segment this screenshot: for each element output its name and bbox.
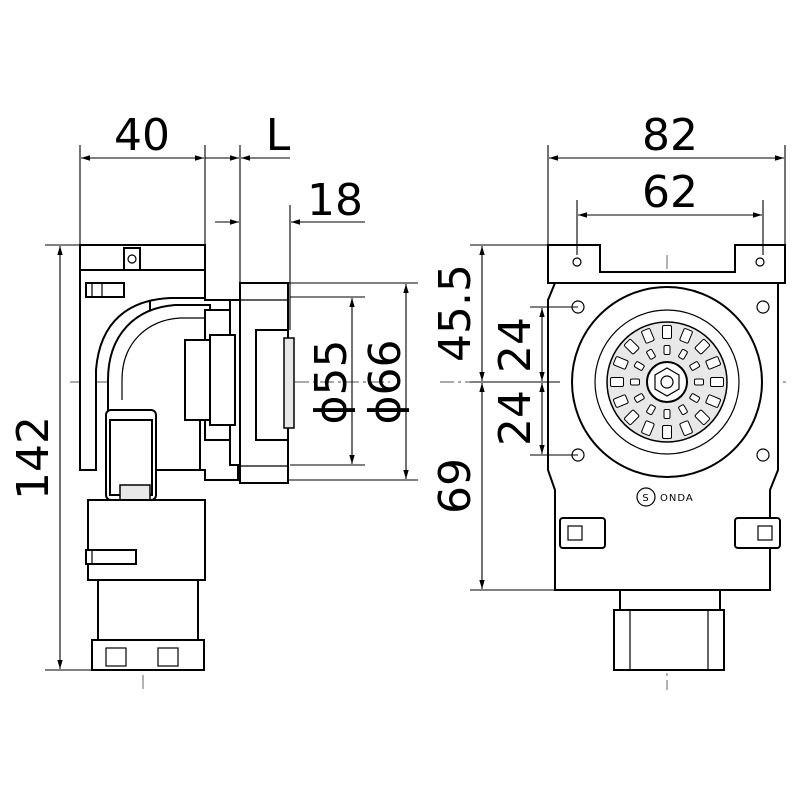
dim-82-label: 82 — [642, 110, 698, 161]
side-bottom-slot-a — [105, 647, 127, 667]
ring-slot — [705, 394, 721, 408]
side-clip-top — [85, 282, 125, 298]
side-lower-body — [87, 499, 206, 581]
ring-slot — [694, 378, 704, 386]
ring-slot — [613, 356, 629, 370]
ring-slot — [613, 394, 629, 408]
dim-l-label: L — [266, 110, 291, 161]
front-outlet-body — [613, 609, 725, 671]
ring-slot — [678, 404, 688, 416]
front-ring-slots — [610, 325, 724, 439]
dim-55-label: ϕ55 — [306, 339, 357, 424]
ring-slot — [610, 377, 624, 387]
ring-slot — [694, 338, 711, 355]
front-screw-bottom-right — [756, 448, 770, 462]
dim-142-label: 142 — [8, 416, 59, 500]
ring-slot — [646, 404, 656, 416]
dim-62-label: 62 — [642, 167, 698, 218]
front-slot-left-inner — [567, 525, 583, 541]
dim-69-label: 69 — [430, 458, 481, 514]
side-outlet-ring — [255, 329, 289, 441]
front-top-bracket — [547, 244, 786, 284]
side-bottom-fitting — [97, 579, 199, 641]
ring-slot — [623, 338, 640, 355]
front-screw-top-right — [756, 300, 770, 314]
side-outlet-thread — [283, 337, 295, 429]
ring-slot — [662, 325, 672, 339]
ring-slot — [630, 378, 640, 386]
front-bracket-hole-left — [572, 257, 582, 267]
ring-slot — [694, 409, 711, 426]
ring-slot — [646, 348, 656, 360]
front-outlet-top — [619, 589, 721, 611]
ring-slot — [641, 420, 655, 436]
front-hex-shape — [654, 367, 680, 397]
dim-66-label: ϕ66 — [360, 339, 411, 424]
front-hex-bore — [660, 375, 674, 389]
front-hex-nut — [646, 361, 688, 403]
dim-40-label: 40 — [114, 110, 170, 161]
ring-slot — [633, 361, 645, 371]
ring-slot — [633, 393, 645, 403]
side-bottom-slot-b — [157, 647, 179, 667]
ring-slot — [679, 328, 693, 344]
side-elbow-inner — [121, 317, 205, 400]
dim-455-label: 45.5 — [430, 264, 481, 362]
side-view: 40 L 18 142 ϕ55 ϕ66 — [8, 110, 418, 690]
dim-18-label: 18 — [307, 175, 363, 226]
side-hex-2 — [209, 334, 236, 426]
front-view: S ONDA 82 62 45.5 69 — [430, 110, 790, 690]
side-hex — [184, 339, 211, 421]
front-flange-ring — [594, 309, 740, 455]
side-bottom-base — [91, 639, 205, 671]
ring-slot — [663, 345, 671, 355]
ring-slot — [663, 409, 671, 419]
ring-slot — [689, 393, 701, 403]
ring-slot — [705, 356, 721, 370]
side-pipe-coupling-inner — [109, 419, 153, 496]
side-clip-bottom — [85, 549, 137, 565]
dim-24-upper-label: 24 — [490, 317, 541, 373]
side-bracket-tab — [123, 247, 141, 271]
ring-slot — [679, 420, 693, 436]
logo-mark-icon — [636, 487, 656, 507]
ring-slot — [678, 348, 688, 360]
ring-slot — [689, 361, 701, 371]
front-logo: S ONDA — [636, 487, 694, 507]
logo-text: ONDA — [660, 493, 694, 504]
ring-slot — [641, 328, 655, 344]
front-bracket-hole-right — [755, 257, 765, 267]
ring-slot — [710, 377, 724, 387]
ring-slot — [662, 425, 672, 439]
front-slot-right-inner — [757, 525, 773, 541]
side-bracket-hole — [127, 254, 137, 264]
logo-mark: S — [642, 493, 649, 504]
ring-slot — [623, 409, 640, 426]
side-body-back — [79, 269, 206, 471]
dim-24-lower-label: 24 — [490, 390, 541, 446]
side-pipe-nut — [119, 484, 151, 501]
